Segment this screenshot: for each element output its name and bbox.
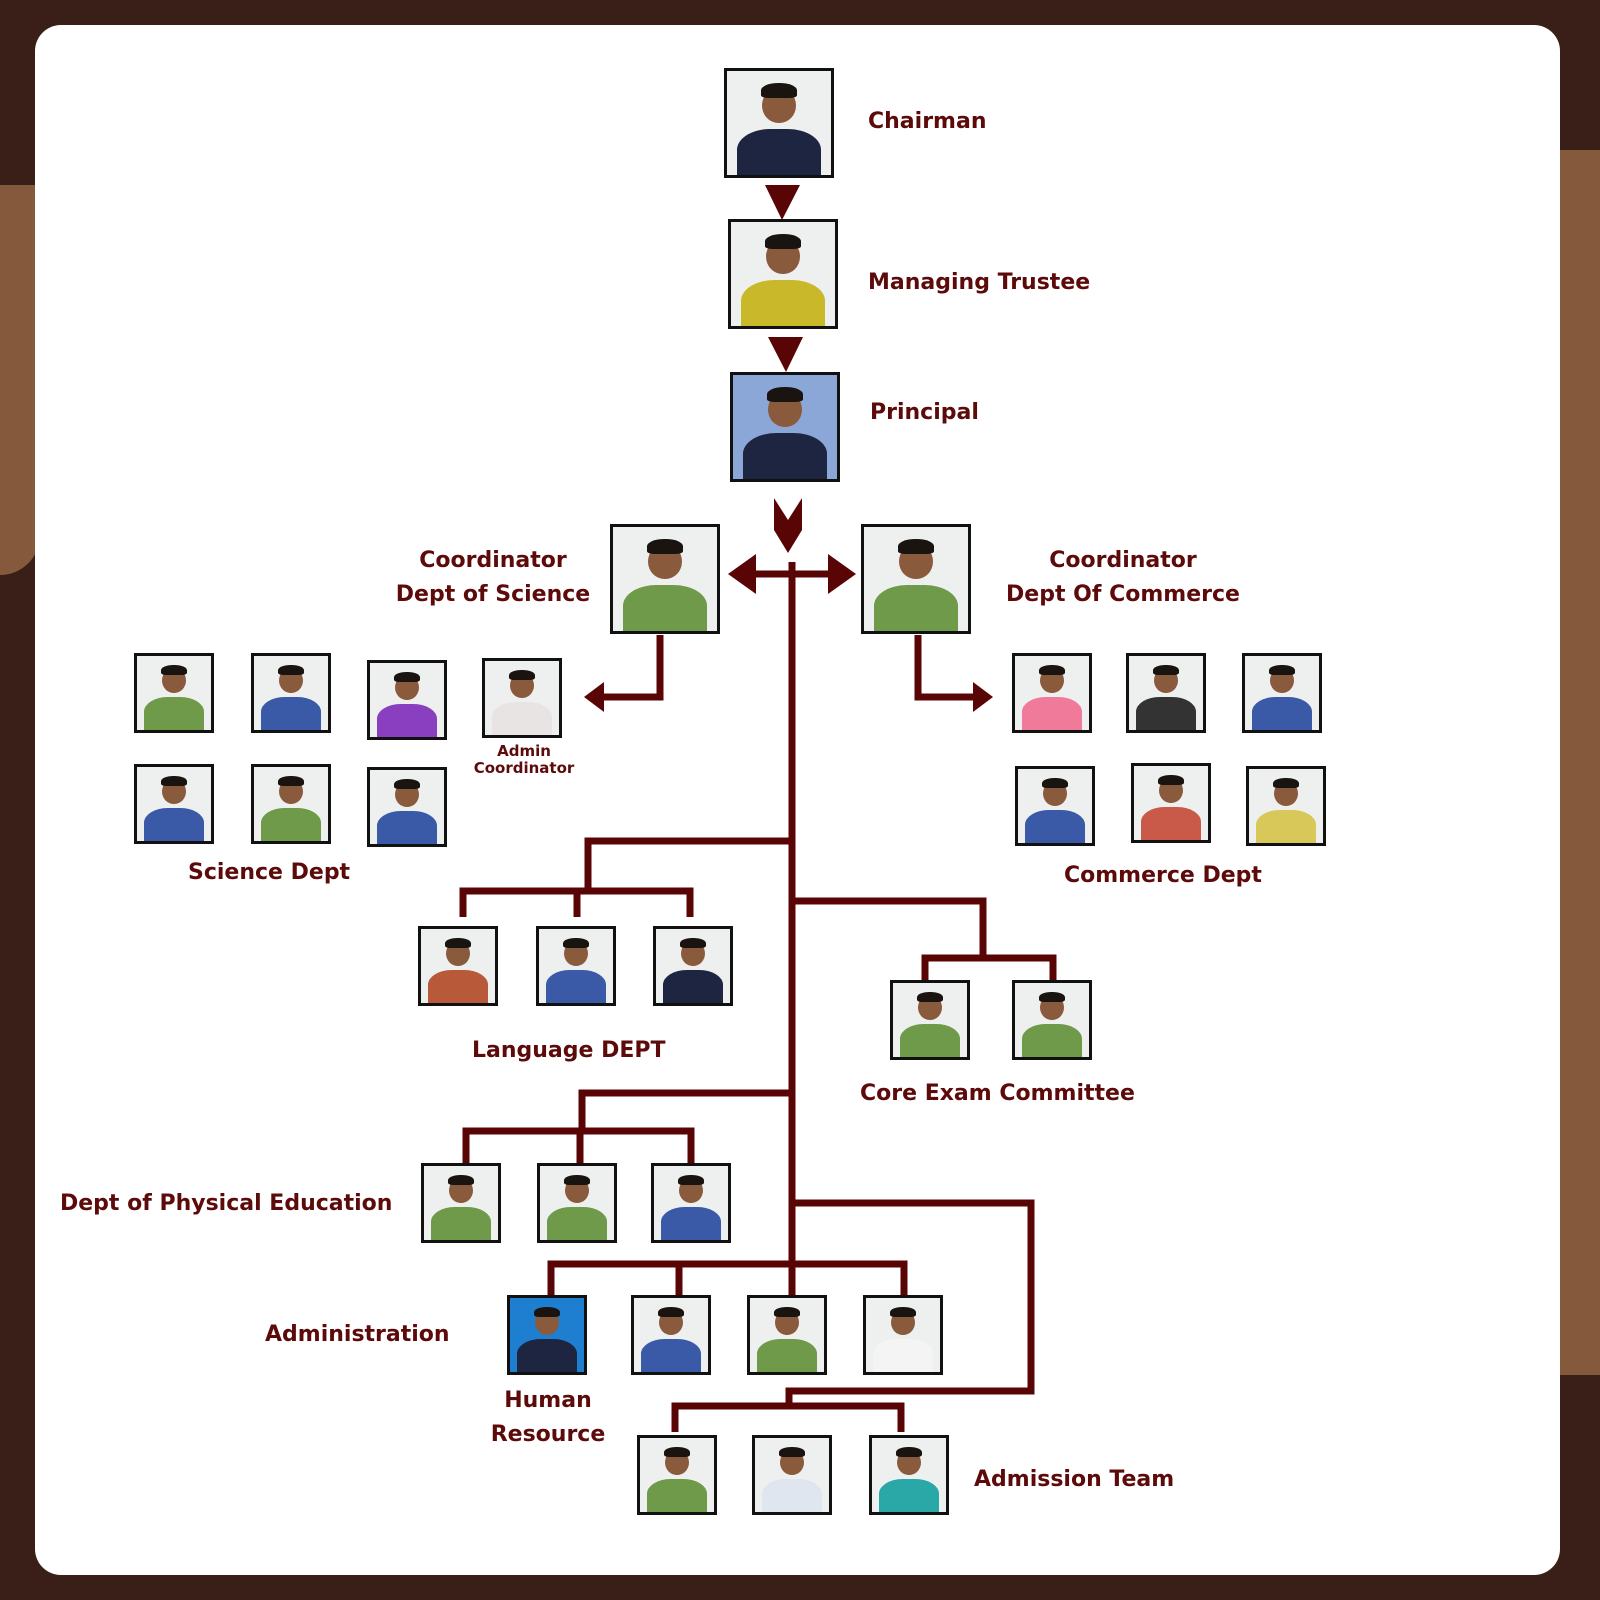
- physed-member-photo: [651, 1163, 731, 1243]
- principal-photo: [730, 372, 840, 482]
- commerce-member-photo: [1126, 653, 1206, 733]
- commerce-dept-label: Commerce Dept: [1064, 863, 1262, 888]
- chairman-photo: [724, 68, 834, 178]
- label-line: Resource: [490, 1422, 606, 1447]
- coordinator-commerce-label: Coordinator Dept Of Commerce: [998, 544, 1248, 612]
- commerce-member-photo: [1131, 763, 1211, 843]
- label-line: Human: [504, 1388, 592, 1413]
- admission-member-photo: [869, 1435, 949, 1515]
- science-connector: [603, 635, 664, 701]
- coordinator-commerce-photo: [861, 524, 971, 634]
- core-exam-member-photo: [1012, 980, 1092, 1060]
- language-dept-label: Language DEPT: [472, 1038, 666, 1063]
- arrow-right-icon: [973, 682, 993, 712]
- admin-connector: [547, 1260, 908, 1295]
- core-exam-label: Core Exam Committee: [860, 1081, 1135, 1106]
- chevron-down-icon: [774, 498, 802, 553]
- managing-trustee-label: Managing Trustee: [868, 270, 1091, 295]
- managing-trustee-photo: [728, 219, 838, 329]
- administration-member-photo: [631, 1295, 711, 1375]
- physed-member-photo: [537, 1163, 617, 1243]
- science-member-photo: [251, 653, 331, 733]
- commerce-member-photo: [1012, 653, 1092, 733]
- language-member-photo: [653, 926, 733, 1006]
- coordinator-science-label: Coordinator Dept of Science: [388, 544, 598, 612]
- coordinator-science-photo: [610, 524, 720, 634]
- commerce-member-photo: [1242, 653, 1322, 733]
- arrow-down-icon: [768, 337, 803, 372]
- core-exam-member-photo: [890, 980, 970, 1060]
- principal-label: Principal: [870, 400, 979, 425]
- admission-connector: [671, 1199, 1035, 1432]
- administration-member-photo: [747, 1295, 827, 1375]
- language-member-photo: [418, 926, 498, 1006]
- physical-education-label: Dept of Physical Education: [60, 1191, 393, 1216]
- human-resource-photo: [507, 1295, 587, 1375]
- administration-label: Administration: [265, 1322, 450, 1347]
- science-member-photo: [367, 767, 447, 847]
- physed-connector: [462, 1089, 792, 1163]
- chairman-label: Chairman: [868, 109, 987, 134]
- admission-team-label: Admission Team: [974, 1467, 1175, 1492]
- science-member-photo: [367, 660, 447, 740]
- language-member-photo: [536, 926, 616, 1006]
- science-member-photo: [251, 764, 331, 844]
- commerce-member-photo: [1015, 766, 1095, 846]
- label-line: Dept Of Commerce: [1006, 582, 1240, 607]
- admission-member-photo: [752, 1435, 832, 1515]
- commerce-member-photo: [1246, 766, 1326, 846]
- core-exam-connector: [792, 897, 1057, 980]
- label-line: Coordinator: [419, 548, 567, 573]
- label-line: Coordinator: [1049, 548, 1197, 573]
- admission-member-photo: [637, 1435, 717, 1515]
- physed-member-photo: [421, 1163, 501, 1243]
- background-shape-left: [0, 185, 40, 575]
- science-dept-label: Science Dept: [188, 860, 351, 885]
- label-line: Coordinator: [473, 759, 575, 777]
- arrow-left-icon: [728, 554, 756, 594]
- administration-member-photo: [863, 1295, 943, 1375]
- human-resource-label: Human Resource: [478, 1384, 618, 1452]
- label-line: Admin: [497, 742, 551, 760]
- label-line: Dept of Science: [395, 582, 591, 607]
- language-connector: [459, 837, 792, 917]
- arrow-right-icon: [828, 554, 856, 594]
- commerce-connector: [914, 635, 975, 701]
- arrow-left-icon: [584, 682, 604, 712]
- arrow-down-icon: [765, 185, 800, 220]
- admin-coordinator-label: Admin Coordinator: [462, 743, 586, 777]
- science-member-photo: [134, 653, 214, 733]
- admin-coordinator-photo: [482, 658, 562, 738]
- science-member-photo: [134, 764, 214, 844]
